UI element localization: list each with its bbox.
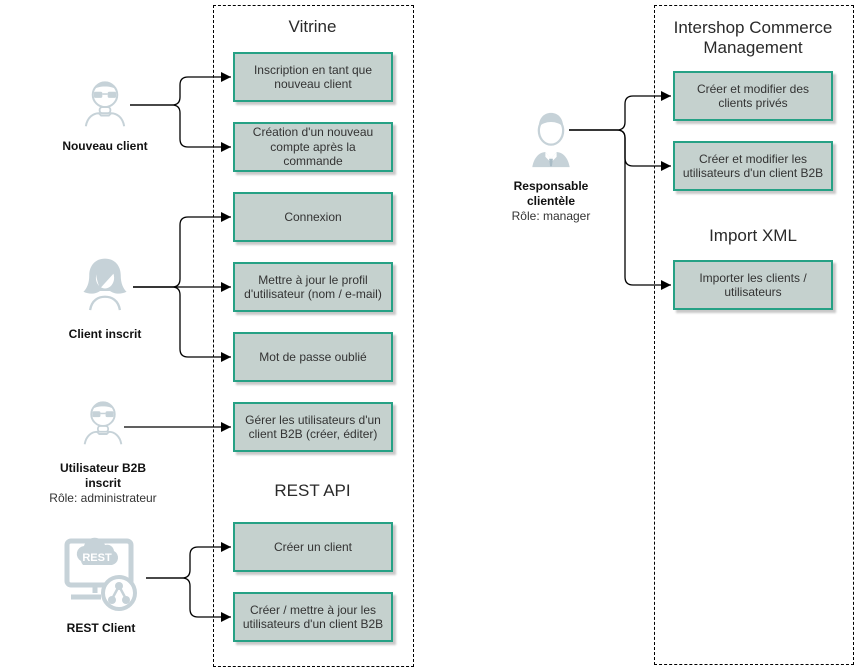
usecase-creation-compte: Création d'un nouveau compte après la co… — [233, 122, 393, 172]
actor-client-inscrit: Client inscrit — [45, 257, 165, 342]
usecase-creer-client: Créer un client — [233, 522, 393, 572]
connector-arrow — [146, 577, 231, 622]
usecase-creer-maj-utilisateurs-b2b: Créer / mettre à jour les utilisateurs d… — [233, 592, 393, 642]
connector-arrow — [130, 72, 231, 106]
usecase-label: Créer et modifier des clients privés — [696, 81, 810, 110]
usecase-creer-modifier-utilisateurs-b2b: Créer et modifier les utilisateurs d'un … — [673, 141, 833, 191]
usecase-label: Créer et modifier les utilisateurs d'un … — [682, 151, 824, 180]
actor-rest-client: REST REST Client — [53, 537, 149, 636]
usecase-label: Créer un client — [273, 539, 353, 554]
connector-arrow — [130, 104, 231, 152]
usecase-label: Gérer les utilisateurs d'un client B2B (… — [245, 412, 381, 441]
connector-arrow — [146, 542, 231, 579]
rest-client-icon: REST — [64, 537, 137, 611]
connector-arrow — [569, 91, 671, 131]
actor-utilisateur-b2b: Utilisateur B2B inscrit Rôle: administra… — [43, 398, 163, 506]
usecase-label: Importer les clients / utilisateurs — [699, 270, 807, 299]
usecase-connexion: Connexion — [233, 192, 393, 242]
actor-name: Nouveau client — [62, 139, 148, 153]
actor-name: REST Client — [66, 621, 136, 635]
usecase-mdp-oublie: Mot de passe oublié — [233, 332, 393, 382]
rest-api-heading: REST API — [274, 481, 351, 500]
usecase-inscription: Inscription en tant que nouveau client — [233, 52, 393, 102]
usecase-gerer-utilisateurs-b2b: Gérer les utilisateurs d'un client B2B (… — [233, 402, 393, 452]
connector-arrow — [133, 286, 231, 362]
usecase-label: Inscription en tant que nouveau client — [253, 62, 373, 91]
utilisateur-b2b-icon — [83, 401, 123, 445]
actor-nouveau-client: Nouveau client — [45, 78, 165, 154]
usecase-label: Connexion — [284, 209, 342, 224]
usecase-importer-clients: Importer les clients / utilisateurs — [673, 260, 833, 310]
usecase-maj-profil: Mettre à jour le profil d'utilisateur (n… — [233, 262, 393, 312]
client-inscrit-icon — [83, 258, 127, 311]
actor-responsable-clientele: Responsable clientèle Rôle: manager — [491, 111, 611, 224]
vitrine-container — [213, 5, 414, 667]
usecase-label: Mot de passe oublié — [259, 349, 367, 364]
actor-name: Responsable clientèle — [513, 179, 589, 208]
actor-role: Rôle: manager — [511, 209, 591, 223]
actor-name: Utilisateur B2B inscrit — [59, 461, 147, 490]
actor-name: Client inscrit — [68, 327, 142, 341]
import-xml-heading: Import XML — [709, 226, 797, 245]
icm-title: Intershop Commerce Management — [673, 18, 833, 57]
actor-role: Rôle: administrateur — [49, 491, 157, 505]
responsable-clientele-icon — [532, 112, 570, 168]
connector-arrow — [569, 129, 671, 290]
vitrine-title: Vitrine — [288, 17, 337, 36]
usecase-label: Création d'un nouveau compte après la co… — [252, 125, 374, 169]
nouveau-client-icon — [84, 81, 126, 127]
usecase-creer-modifier-clients-prives: Créer et modifier des clients privés — [673, 71, 833, 121]
rest-icon-label: REST — [82, 552, 112, 564]
usecase-label: Mettre à jour le profil d'utilisateur (n… — [244, 272, 382, 301]
usecase-label: Créer / mettre à jour les utilisateurs d… — [242, 602, 384, 631]
